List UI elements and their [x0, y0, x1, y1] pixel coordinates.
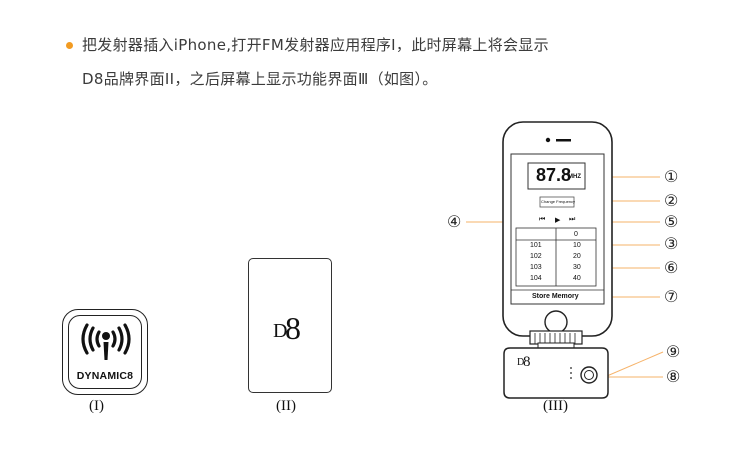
callout-1: ① — [664, 169, 679, 186]
app-icon: DYNAMIC8 — [62, 309, 148, 395]
memory-row-value: 30 — [573, 264, 581, 271]
memory-row-freq[interactable]: 101 — [530, 242, 542, 249]
paragraph-line-2: D8品牌界面II，之后屏幕上显示功能界面Ⅲ（如图）。 — [82, 70, 438, 88]
figure-label-1: (I) — [89, 398, 104, 414]
figure-label-3: (III) — [543, 398, 568, 414]
change-frequency-button[interactable]: Change Frequency — [541, 199, 576, 204]
store-memory-button[interactable]: Store Memory — [532, 293, 579, 300]
memory-row-value: 10 — [573, 242, 581, 249]
callout-4: ④ — [447, 214, 462, 231]
svg-text:D: D — [517, 357, 524, 368]
memory-header-value: 0 — [574, 231, 578, 238]
d8-logo-icon: D 8 — [273, 311, 301, 343]
callout-6: ⑥ — [664, 260, 679, 277]
svg-text:8: 8 — [285, 311, 301, 343]
app-icon-frame — [68, 315, 142, 389]
callout-7: ⑦ — [664, 289, 679, 306]
memory-row-freq[interactable]: 103 — [530, 264, 542, 271]
frequency-unit: MHZ — [568, 174, 581, 180]
callout-2: ② — [664, 193, 679, 210]
callout-8: ⑧ — [666, 369, 681, 386]
transmitter-d8-logo-icon: D 8 — [517, 354, 531, 370]
frequency-value: 87.8 — [536, 165, 572, 185]
callout-9: ⑨ — [666, 344, 681, 361]
memory-row-freq[interactable]: 104 — [530, 275, 542, 282]
memory-row-value: 20 — [573, 253, 581, 260]
callout-3: ③ — [664, 236, 679, 253]
app-icon-brand: DYNAMIC8 — [76, 370, 134, 382]
bullet-dot — [66, 42, 73, 49]
broadcast-icon — [81, 323, 131, 360]
svg-text:D: D — [273, 320, 287, 342]
memory-row-freq[interactable]: 102 — [530, 253, 542, 260]
brand-screen-card: D 8 — [248, 258, 332, 393]
play-icon[interactable]: ▶ — [555, 217, 561, 224]
next-track-icon[interactable]: ⏭ — [569, 216, 576, 223]
previous-track-icon[interactable]: ⏮ — [539, 216, 546, 223]
svg-text:8: 8 — [523, 354, 531, 370]
paragraph-line-1: 把发射器插入iPhone,打开FM发射器应用程序Ⅰ，此时屏幕上将会显示 — [82, 36, 549, 54]
memory-row-value: 40 — [573, 275, 581, 282]
figure-label-2: (II) — [276, 398, 296, 414]
callout-5: ⑤ — [664, 214, 679, 231]
